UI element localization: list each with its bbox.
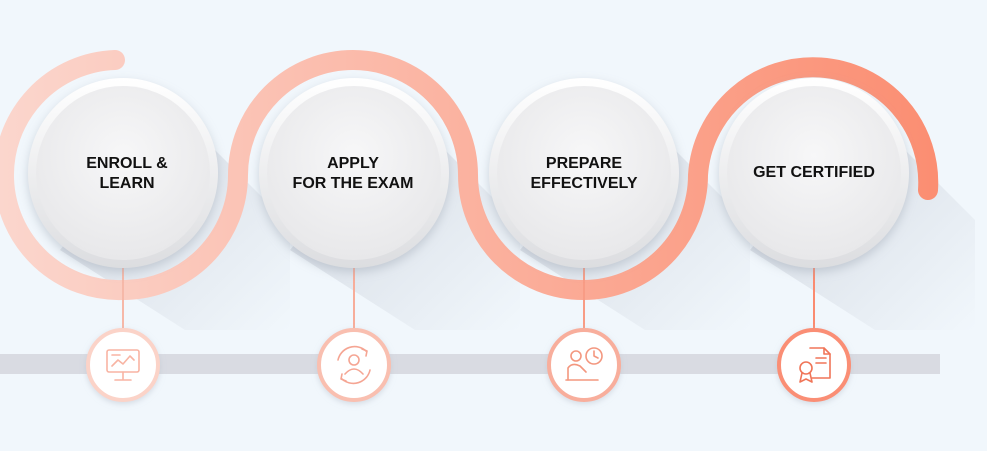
icon-badge-3 bbox=[547, 328, 621, 402]
step-disc-4 bbox=[719, 78, 909, 268]
connectors bbox=[122, 268, 815, 330]
step-label-4: GET CERTIFIED bbox=[753, 164, 875, 181]
timeline-bar bbox=[0, 354, 940, 374]
icon-badge-1 bbox=[86, 328, 160, 402]
study-clock-icon bbox=[565, 347, 603, 381]
certificate-icon bbox=[799, 347, 831, 383]
progress-arc bbox=[0, 50, 939, 301]
step-label-2: APPLY FOR THE EXAM bbox=[292, 155, 414, 192]
step-label-1: ENROLL & LEARN bbox=[86, 155, 168, 192]
step-disc-3 bbox=[489, 78, 679, 268]
step-label-3: PREPARE EFFECTIVELY bbox=[530, 155, 638, 192]
step-disc-1 bbox=[28, 78, 218, 268]
user-cycle-icon bbox=[337, 345, 371, 385]
computer-screen-icon bbox=[106, 349, 140, 381]
step-disc-2 bbox=[259, 78, 449, 268]
icon-badge-4 bbox=[777, 328, 851, 402]
icon-badge-2 bbox=[317, 328, 391, 402]
